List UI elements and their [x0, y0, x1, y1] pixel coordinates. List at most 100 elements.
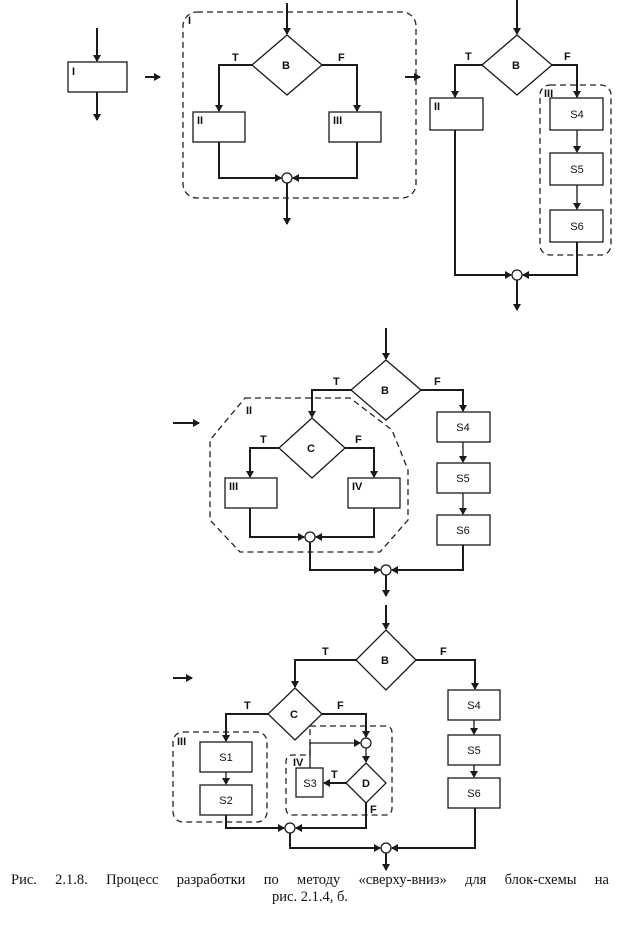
- diagram-label: F: [440, 646, 447, 658]
- junction-node: [511, 269, 523, 281]
- flow-connector: [291, 659, 356, 688]
- junction-node: [380, 842, 392, 854]
- diagram-label: S2: [219, 795, 232, 807]
- block-I: [67, 61, 128, 93]
- flow-connector: [391, 808, 476, 852]
- dashed-region: [172, 731, 268, 823]
- dashed-region: [539, 84, 612, 256]
- diagram-label: IV: [352, 481, 363, 493]
- junction-node: [360, 737, 372, 749]
- diagram-label: II: [434, 101, 440, 113]
- process-block: [549, 152, 604, 186]
- flow-connector: [295, 803, 367, 832]
- diagram-label: S6: [456, 525, 469, 537]
- flow-connector: [552, 64, 581, 98]
- flow-connector: [222, 713, 268, 742]
- diagram-label: IV: [293, 757, 304, 769]
- decision-diamond: [350, 359, 422, 421]
- diagram-label: F: [337, 700, 344, 712]
- diagram-label: III: [544, 88, 553, 100]
- flow-connector: [292, 142, 358, 182]
- diagram-label: S4: [570, 109, 583, 121]
- diagram-label: D: [362, 778, 370, 790]
- decision-diamond: [267, 687, 323, 741]
- diagram-label: T: [244, 700, 251, 712]
- diagram-step-4: B T F II C T F III IV S4 S5 S6: [173, 328, 491, 597]
- flow-connector: [315, 508, 375, 541]
- flow-connector: [308, 389, 351, 418]
- decision-diamond: [278, 417, 346, 479]
- flow-connector: [416, 659, 479, 690]
- diagram-label: F: [370, 804, 377, 816]
- diagram-label: S5: [467, 745, 480, 757]
- decision-diamond: [355, 629, 417, 691]
- diagram-label: T: [322, 646, 329, 658]
- junction-node: [304, 531, 316, 543]
- diagram-step-5: B T F C T F III S1 S2 IV D T S3 F S4: [172, 605, 501, 871]
- diagram-label: S4: [467, 700, 480, 712]
- decision-B: [251, 34, 323, 96]
- diagram-label: S6: [467, 788, 480, 800]
- process-block: [447, 734, 501, 766]
- diagram-label: B: [381, 385, 389, 397]
- process-block: [436, 411, 491, 443]
- process-block: [224, 477, 278, 509]
- diagram-step-3: B T F II III S4 S5 S6: [429, 0, 612, 311]
- diagram-label: T: [260, 434, 267, 446]
- flow-connector: [215, 64, 252, 112]
- dashed-region: [285, 725, 393, 816]
- diagram-label: I: [188, 15, 191, 27]
- diagram-label: II: [197, 115, 203, 127]
- figure-caption-line-1: Рис. 2.1.8. Процесс разработки по методу…: [11, 872, 609, 888]
- diagram-label: III: [177, 736, 186, 748]
- decision-diamond: [481, 34, 553, 96]
- diagram-label: F: [564, 51, 571, 63]
- flow-connector: [289, 833, 381, 852]
- diagram-step-2: I B T F II III: [182, 3, 421, 225]
- diagram-label: F: [355, 434, 362, 446]
- diagram-label: S4: [456, 422, 469, 434]
- process-block: [328, 111, 382, 143]
- diagram-label: S5: [456, 473, 469, 485]
- diagram-label: S3: [303, 778, 316, 790]
- diagram-label: T: [333, 376, 340, 388]
- flow-connector: [322, 713, 370, 738]
- process-block: [347, 477, 401, 509]
- process-block: [447, 777, 501, 809]
- flow-connector: [225, 815, 285, 832]
- process-block: [199, 741, 253, 773]
- flow-connector: [451, 64, 482, 98]
- figure-caption-line-2: рис. 2.1.4, б.: [272, 889, 348, 905]
- diagram-label: II: [246, 405, 252, 417]
- process-block: [436, 514, 491, 546]
- diagram-label: T: [331, 769, 338, 781]
- process-block: [192, 111, 246, 143]
- diagram-label: T: [232, 52, 239, 64]
- diagram-label: T: [465, 51, 472, 63]
- diagram-label: S1: [219, 752, 232, 764]
- diagram-step-1: I: [67, 28, 161, 121]
- junction-node: [380, 564, 392, 576]
- process-block: [436, 462, 491, 494]
- diagram-label: C: [307, 443, 315, 455]
- junction-node: [281, 172, 293, 184]
- region-I: [182, 11, 417, 199]
- flow-connector: [522, 242, 578, 279]
- process-block: [429, 97, 484, 131]
- diagram-label: B: [381, 655, 389, 667]
- process-block: [447, 689, 501, 721]
- diagram-label: C: [290, 709, 298, 721]
- flow-connector: [391, 545, 464, 574]
- process-block: [549, 97, 604, 131]
- diagram-label: III: [229, 481, 238, 493]
- flow-connector: [322, 64, 361, 112]
- process-block: [295, 767, 324, 798]
- diagram-label: B: [282, 60, 290, 72]
- flow-connector: [218, 142, 282, 182]
- flow-connector: [309, 739, 361, 768]
- flow-connector: [309, 542, 381, 574]
- diagram-label: B: [512, 60, 520, 72]
- diagram-label: S5: [570, 164, 583, 176]
- diagram-label: F: [338, 52, 345, 64]
